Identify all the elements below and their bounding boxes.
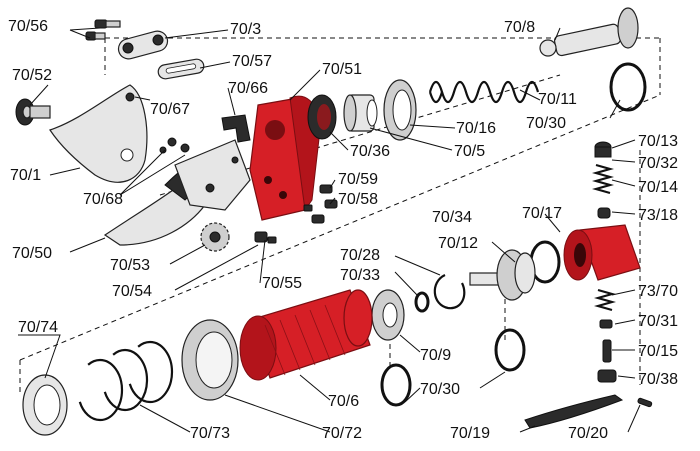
label-70-12: 70/12 xyxy=(438,235,478,252)
label-70-19: 70/19 xyxy=(450,425,490,442)
label-70-17: 70/17 xyxy=(522,205,562,222)
label-70-72: 70/72 xyxy=(322,425,362,442)
pin-70-20 xyxy=(637,397,653,408)
circlip-70-28 xyxy=(433,274,466,310)
label-70-5: 70/5 xyxy=(454,143,485,160)
label-70-36: 70/36 xyxy=(350,143,390,160)
label-70-16: 70/16 xyxy=(456,120,496,137)
label-70-53: 70/53 xyxy=(110,257,150,274)
leader-lines xyxy=(18,27,641,433)
piston-70-9 xyxy=(371,289,405,341)
label-70-52: 70/52 xyxy=(12,67,52,84)
washer-70-74 xyxy=(22,374,68,436)
lever-70-19 xyxy=(524,394,624,429)
nut-70-16 xyxy=(383,79,417,141)
link-plate-70-3 xyxy=(117,30,169,60)
label-70-54: 70/54 xyxy=(112,283,152,300)
label-73-70: 73/70 xyxy=(638,283,678,300)
label-70-20: 70/20 xyxy=(568,425,608,442)
spring-70-11 xyxy=(428,80,540,104)
label-70-28: 70/28 xyxy=(340,247,380,264)
small-screws-lower xyxy=(254,184,338,244)
label-70-74: 70/74 xyxy=(18,319,58,336)
loop-clip-70-57 xyxy=(157,58,205,80)
blade-plate-70-68 xyxy=(174,139,251,211)
label-70-50: 70/50 xyxy=(12,245,52,262)
o-ring-70-30-bottom-left xyxy=(380,363,412,407)
part-labels: 70/56 70/3 70/8 70/52 70/57 70/51 70/66 … xyxy=(8,18,678,442)
piston-rod-70-8 xyxy=(539,7,639,57)
gear-70-53 xyxy=(200,222,230,252)
label-70-38: 70/38 xyxy=(638,371,678,388)
label-70-11: 70/11 xyxy=(538,91,577,108)
label-70-67: 70/67 xyxy=(150,101,190,118)
upper-blade-70-1 xyxy=(49,84,148,183)
label-70-30-top: 70/30 xyxy=(526,115,566,132)
label-70-9: 70/9 xyxy=(420,347,451,364)
end-cap-70-72 xyxy=(181,319,239,401)
label-70-34: 70/34 xyxy=(432,209,472,226)
label-70-68: 70/68 xyxy=(83,191,123,208)
label-70-55: 70/55 xyxy=(262,275,302,292)
bushing-70-5 xyxy=(343,94,378,132)
o-ring-70-30-top xyxy=(609,62,647,112)
grip-cylinder-70-6 xyxy=(239,289,373,381)
label-70-32: 70/32 xyxy=(638,155,678,172)
valve-block-70-17 xyxy=(563,224,641,281)
screws-70-67 xyxy=(159,137,190,154)
label-70-51: 70/51 xyxy=(322,61,362,78)
screws-70-56 xyxy=(85,19,121,41)
cylinder-piston-70-12 xyxy=(469,249,536,301)
label-70-3: 70/3 xyxy=(230,21,261,38)
bracket-70-66 xyxy=(221,114,251,143)
label-70-73: 70/73 xyxy=(190,425,230,442)
label-70-56: 70/56 xyxy=(8,18,48,35)
label-70-15: 70/15 xyxy=(638,343,678,360)
label-70-58: 70/58 xyxy=(338,191,378,208)
coil-spring-70-73 xyxy=(76,340,174,422)
o-ring-70-33 xyxy=(414,291,430,313)
valve-stack-right xyxy=(591,141,617,383)
label-70-30-bottom: 70/30 xyxy=(420,381,460,398)
label-70-6: 70/6 xyxy=(328,393,359,410)
label-70-13: 70/13 xyxy=(638,133,678,150)
pivot-bolt-70-52 xyxy=(15,98,51,126)
label-70-57: 70/57 xyxy=(232,53,272,70)
o-ring-70-30-bottom-right xyxy=(494,328,526,372)
label-70-1: 70/1 xyxy=(10,167,41,184)
collar-70-36 xyxy=(307,94,337,140)
label-73-18: 73/18 xyxy=(638,207,678,224)
label-70-14: 70/14 xyxy=(638,179,678,196)
label-70-33: 70/33 xyxy=(340,267,380,284)
label-70-31: 70/31 xyxy=(638,313,678,330)
label-70-8: 70/8 xyxy=(504,19,535,36)
label-70-66: 70/66 xyxy=(228,80,268,97)
label-70-59: 70/59 xyxy=(338,171,378,188)
